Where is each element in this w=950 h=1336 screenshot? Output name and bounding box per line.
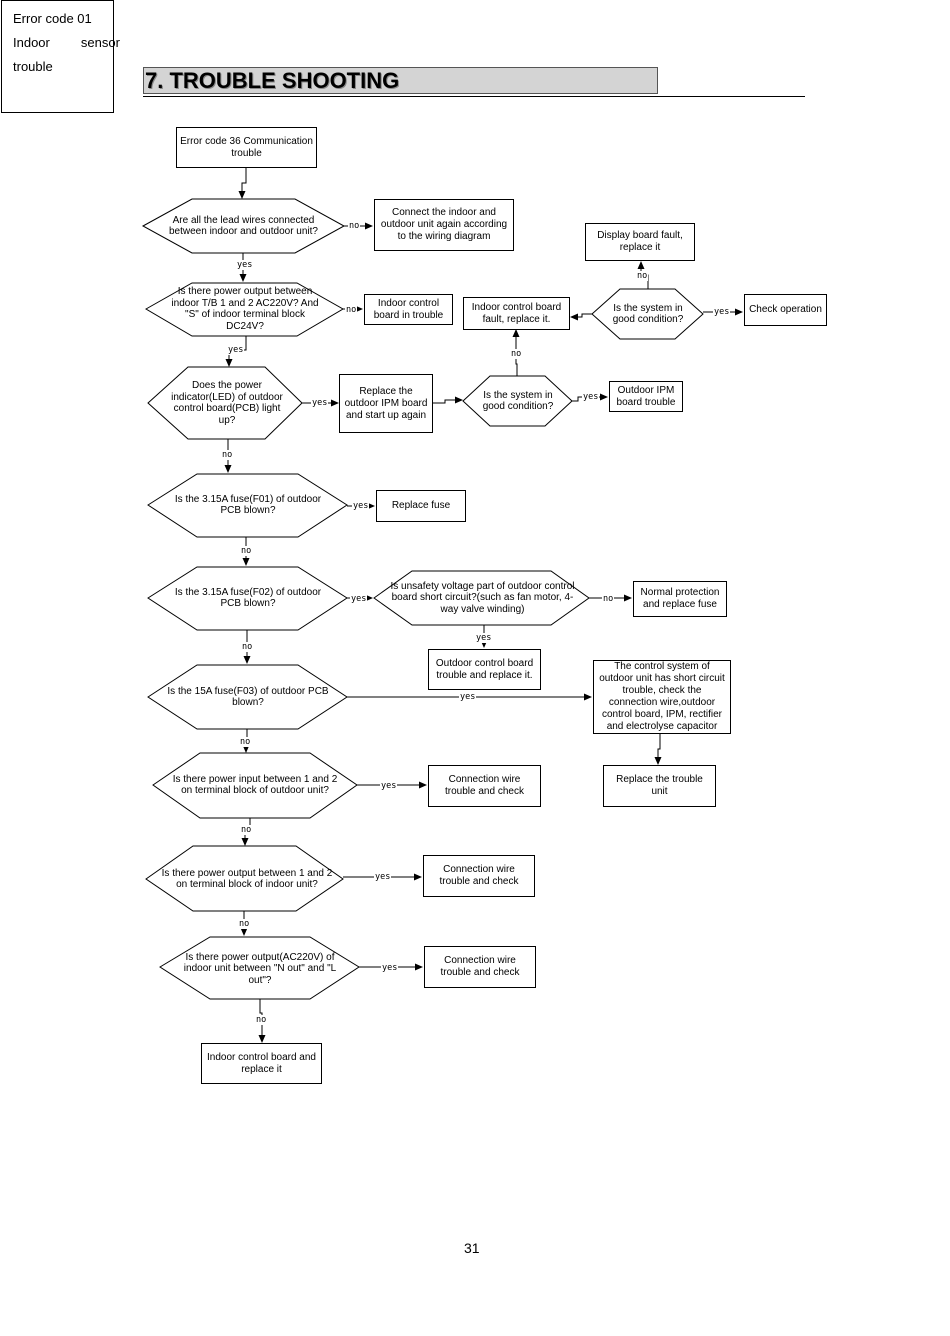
label-yes-wires: yes (236, 260, 254, 270)
question-fuse-f02: Is the 3.15A fuse(F02) of outdoor PCB bl… (174, 586, 322, 610)
action-replace-trouble-unit: Replace the trouble unit (603, 765, 716, 807)
action-normal-protection: Normal protection and replace fuse (633, 581, 727, 617)
label-no-system-2: no (510, 349, 523, 359)
label-yes-f03: yes (459, 692, 477, 702)
label-no-power-indoor: no (238, 919, 251, 929)
page-number: 31 (464, 1240, 480, 1256)
label-yes-unsafety: yes (475, 633, 493, 643)
label-no-nl: no (255, 1015, 268, 1025)
question-fuse-f03: Is the 15A fuse(F03) of outdoor PCB blow… (167, 685, 329, 709)
question-power-indoor: Is there power output between 1 and 2 on… (161, 867, 333, 891)
question-power-tb: Is there power output between indoor T/B… (171, 286, 319, 332)
action-ipm-trouble: Outdoor IPM board trouble (609, 381, 683, 412)
label-no-f03: no (239, 737, 252, 747)
title-underline (143, 96, 805, 97)
label-yes-system-2: yes (582, 392, 600, 402)
action-indoor-board-replace: Indoor control board fault, replace it. (463, 297, 570, 330)
label-no-wires: no (348, 221, 361, 231)
question-power-led: Does the power indicator(LED) of outdoor… (171, 380, 283, 426)
action-display-board-fault: Display board fault, replace it (585, 223, 695, 261)
question-unsafety-voltage: Is unsafety voltage part of outdoor cont… (390, 580, 575, 615)
label-yes-led: yes (311, 398, 329, 408)
question-power-outdoor: Is there power input between 1 and 2 on … (172, 773, 338, 797)
action-indoor-board-final: Indoor control board and replace it (201, 1043, 322, 1084)
start-error-code-36: Error code 36 Communication trouble (176, 127, 317, 168)
label-no-f01: no (240, 546, 253, 556)
label-no-unsafety: no (602, 594, 615, 604)
section-title: 7. TROUBLE SHOOTING (145, 68, 400, 93)
action-outdoor-board-replace: Outdoor control board trouble and replac… (428, 649, 541, 690)
action-replace-fuse: Replace fuse (376, 490, 466, 522)
question-lead-wires: Are all the lead wires connected between… (168, 214, 318, 238)
error-code-corner-box: Error code 01 Indoor sensor trouble (1, 0, 120, 113)
question-system-ok-2: Is the system in good condition? (482, 389, 554, 413)
label-yes-nl: yes (381, 963, 399, 973)
label-yes-system-1: yes (713, 307, 731, 317)
action-replace-ipm: Replace the outdoor IPM board and start … (339, 374, 433, 433)
label-no-led: no (221, 450, 234, 460)
corner-line-3: trouble (13, 59, 53, 74)
section-title-bar (143, 67, 658, 94)
action-check-operation: Check operation (744, 294, 827, 326)
label-yes-power-tb: yes (227, 345, 245, 355)
corner-line-1: Error code 01 (13, 11, 92, 26)
question-system-ok-1: Is the system in good condition? (612, 302, 684, 326)
corner-line-2: Indoor sensor (13, 31, 120, 55)
label-no-system-1: no (636, 271, 649, 281)
label-no-power-tb: no (345, 305, 358, 315)
question-fuse-f01: Is the 3.15A fuse(F01) of outdoor PCB bl… (174, 493, 322, 517)
decision-power-indoor (145, 845, 344, 912)
label-no-power-outdoor: no (240, 825, 253, 835)
decision-f01 (147, 473, 348, 538)
label-yes-power-indoor: yes (374, 872, 392, 882)
action-short-circuit-check: The control system of outdoor unit has s… (593, 660, 731, 734)
label-yes-f02: yes (350, 594, 368, 604)
action-indoor-board-trouble: Indoor control board in trouble (364, 294, 453, 325)
corner-line-2a: Indoor (13, 35, 50, 50)
action-reconnect: Connect the indoor and outdoor unit agai… (374, 199, 514, 251)
action-connection-wire-2: Connection wire trouble and check (423, 855, 535, 897)
decision-system-ok-1 (591, 288, 704, 340)
label-yes-f01: yes (352, 501, 370, 511)
label-no-f02: no (241, 642, 254, 652)
label-yes-power-outdoor: yes (380, 781, 398, 791)
action-connection-wire-3: Connection wire trouble and check (424, 946, 536, 988)
action-connection-wire-1: Connection wire trouble and check (428, 765, 541, 807)
question-n-l-out: Is there power output(AC220V) of indoor … (183, 951, 337, 986)
corner-line-2b: sensor (80, 35, 120, 50)
